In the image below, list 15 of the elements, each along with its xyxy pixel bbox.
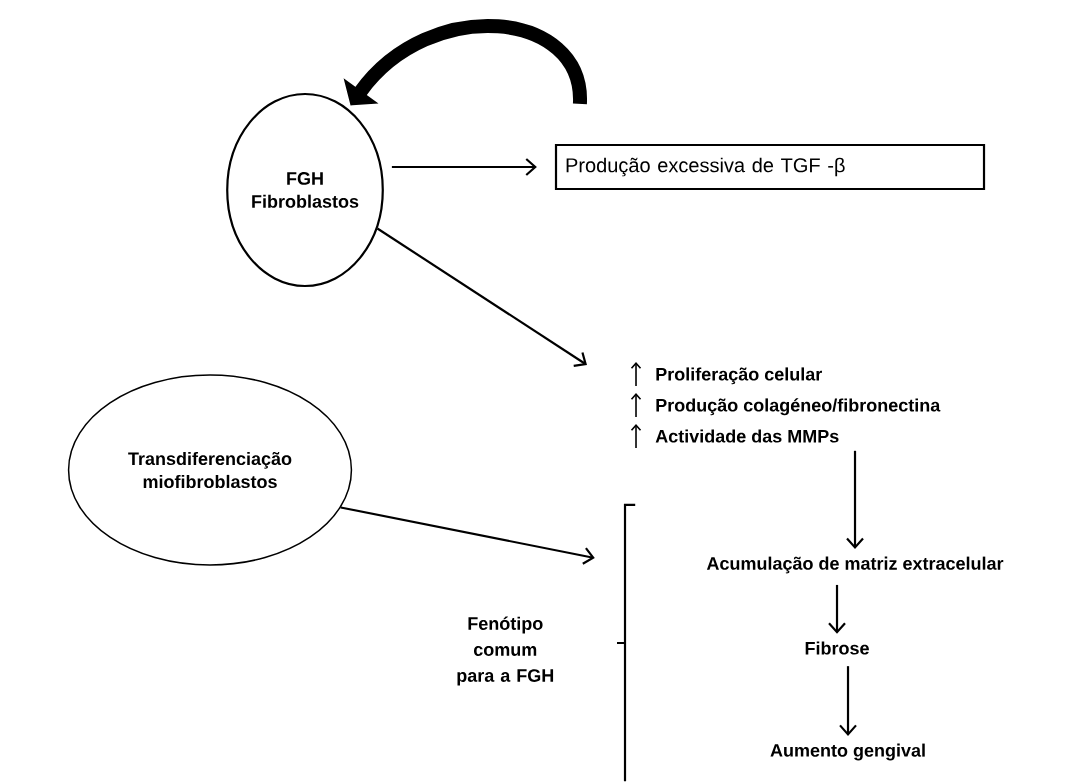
arrow <box>839 666 857 737</box>
arrow <box>846 450 864 550</box>
arrow <box>391 158 537 176</box>
ellipse-node: Transdiferenciação miofibroblastos <box>67 374 353 566</box>
bracket <box>615 503 637 782</box>
process-step: Acumulação de matriz extracelular <box>706 556 1004 574</box>
arrow <box>340 506 595 565</box>
side-label: Fenótipo comum para a FGH <box>457 616 554 686</box>
process-box: Produção excessiva de TGF -β <box>554 143 986 191</box>
process-step: Aumento gengival <box>770 743 925 761</box>
arrow <box>828 584 846 634</box>
ellipse-node: FGH Fibroblastos <box>226 92 384 288</box>
effect-list: Proliferação celular Produção colagéneo/fibronectina Actividade das MMPs <box>655 367 941 443</box>
process-step: Fibrose <box>805 641 869 655</box>
arrow <box>376 227 587 367</box>
